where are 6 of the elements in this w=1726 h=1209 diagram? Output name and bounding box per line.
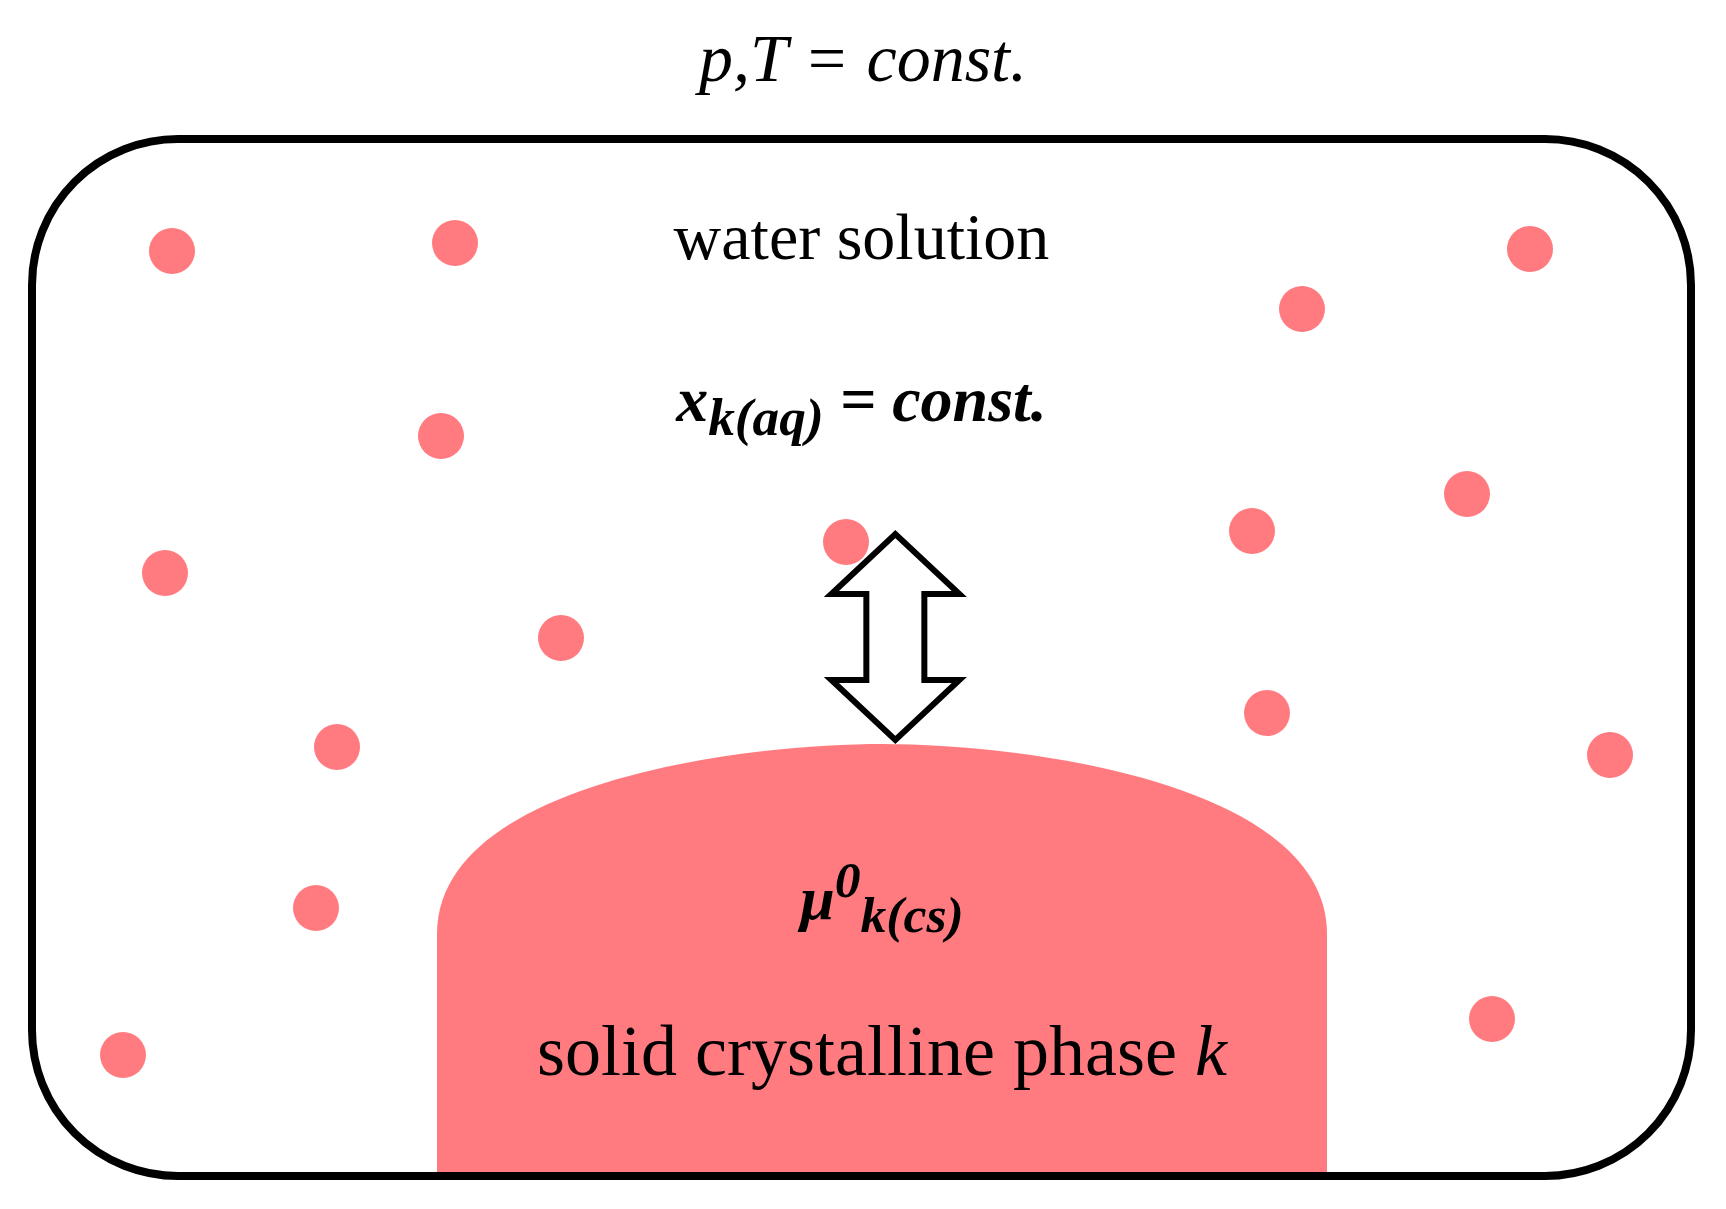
double-arrow [823, 529, 967, 745]
crystal-phase-shape [437, 744, 1327, 1172]
formula-label: x$_{k(aq)}$ = const. [674, 365, 1048, 447]
region-label: water solution [672, 201, 1051, 274]
container-outline [28, 135, 1695, 1180]
phase-label: solid crystalline phase k [536, 1012, 1229, 1092]
